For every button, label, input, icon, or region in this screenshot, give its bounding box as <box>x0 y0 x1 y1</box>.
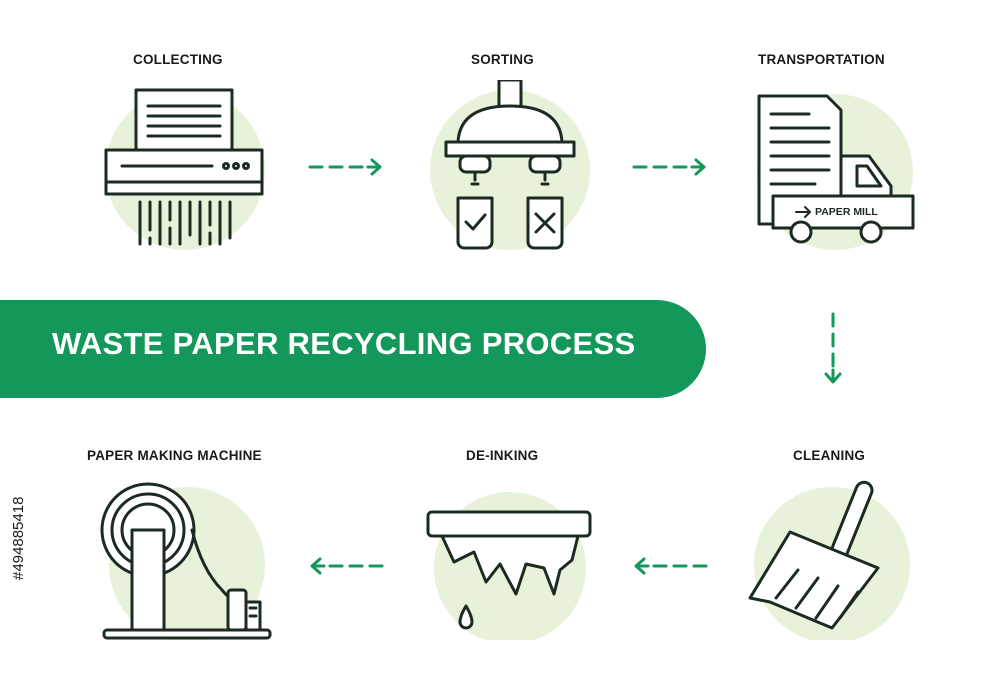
arrow-collecting-to-sorting <box>308 158 382 176</box>
paper-roll-machine-icon <box>100 482 272 640</box>
step-label-transportation: TRANSPORTATION <box>758 52 885 67</box>
sorting-machine-icon <box>430 80 590 250</box>
step-label-sorting: SORTING <box>471 52 534 67</box>
arrow-right-icon <box>795 206 811 218</box>
step-label-paper-making-machine: PAPER MAKING MACHINE <box>87 448 262 463</box>
brush-icon <box>748 480 910 640</box>
side-id-text: #494885418 <box>10 496 27 580</box>
step-label-collecting: COLLECTING <box>133 52 223 67</box>
paper-shredder-icon <box>104 88 265 250</box>
page-title: WASTE PAPER RECYCLING PROCESS <box>52 326 636 361</box>
arrow-de-inking-to-paper-making <box>310 557 384 575</box>
step-label-de-inking: DE-INKING <box>466 448 539 463</box>
arrow-cleaning-to-de-inking <box>634 557 708 575</box>
de-inking-icon <box>426 492 592 640</box>
truck-icon <box>757 94 915 250</box>
arrow-sorting-to-transportation <box>632 158 706 176</box>
truck-sign: PAPER MILL <box>815 206 878 218</box>
title-banner <box>0 300 706 398</box>
step-label-cleaning: CLEANING <box>793 448 866 463</box>
arrow-transportation-to-cleaning <box>824 312 842 384</box>
